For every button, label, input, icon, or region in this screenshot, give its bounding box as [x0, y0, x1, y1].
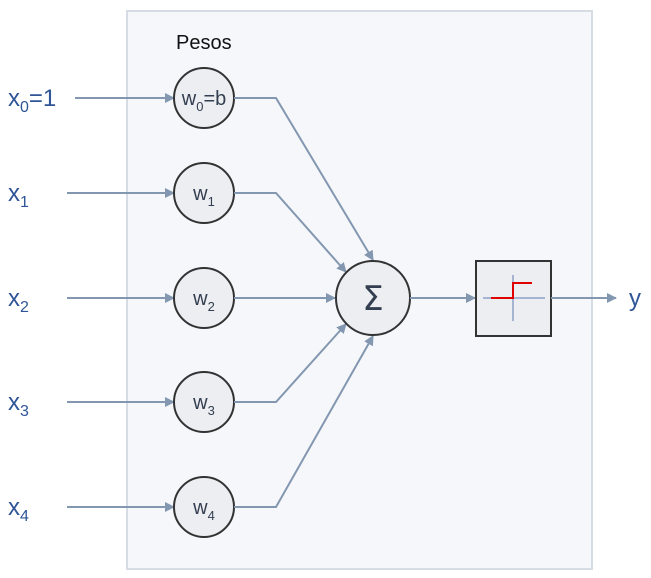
weight-label-w3: w3 [192, 392, 215, 418]
input-label-x2: x2 [8, 285, 29, 316]
input-row-2: x2 w2 [8, 267, 336, 329]
step-function-icon [475, 260, 552, 337]
weight-label-w1: w1 [192, 183, 215, 209]
input-label-x0: x0=1 [8, 85, 56, 116]
weight-to-sum-arrow-1 [234, 192, 347, 273]
input-row-3: x3 w3 [8, 323, 347, 433]
input-label-x3: x3 [8, 389, 29, 420]
input-label-x1: x1 [8, 180, 29, 211]
weight-label-w2: w2 [192, 288, 215, 314]
weight-to-sum-arrow-0 [234, 97, 374, 261]
weight-to-sum-arrow-4 [234, 335, 374, 508]
input-label-x4: x4 [8, 494, 29, 525]
weight-label-w4: w4 [192, 497, 215, 523]
weight-to-sum-arrow-3 [234, 323, 347, 403]
input-row-0: x0=1 w0=b [8, 67, 374, 261]
output-label: y [629, 285, 641, 312]
sum-symbol: Σ [362, 279, 383, 319]
panel-title: Pesos [176, 32, 232, 54]
input-row-1: x1 w1 [8, 162, 347, 273]
weight-label-w0: w0=b [181, 88, 227, 114]
input-row-4: x4 w4 [8, 335, 374, 538]
